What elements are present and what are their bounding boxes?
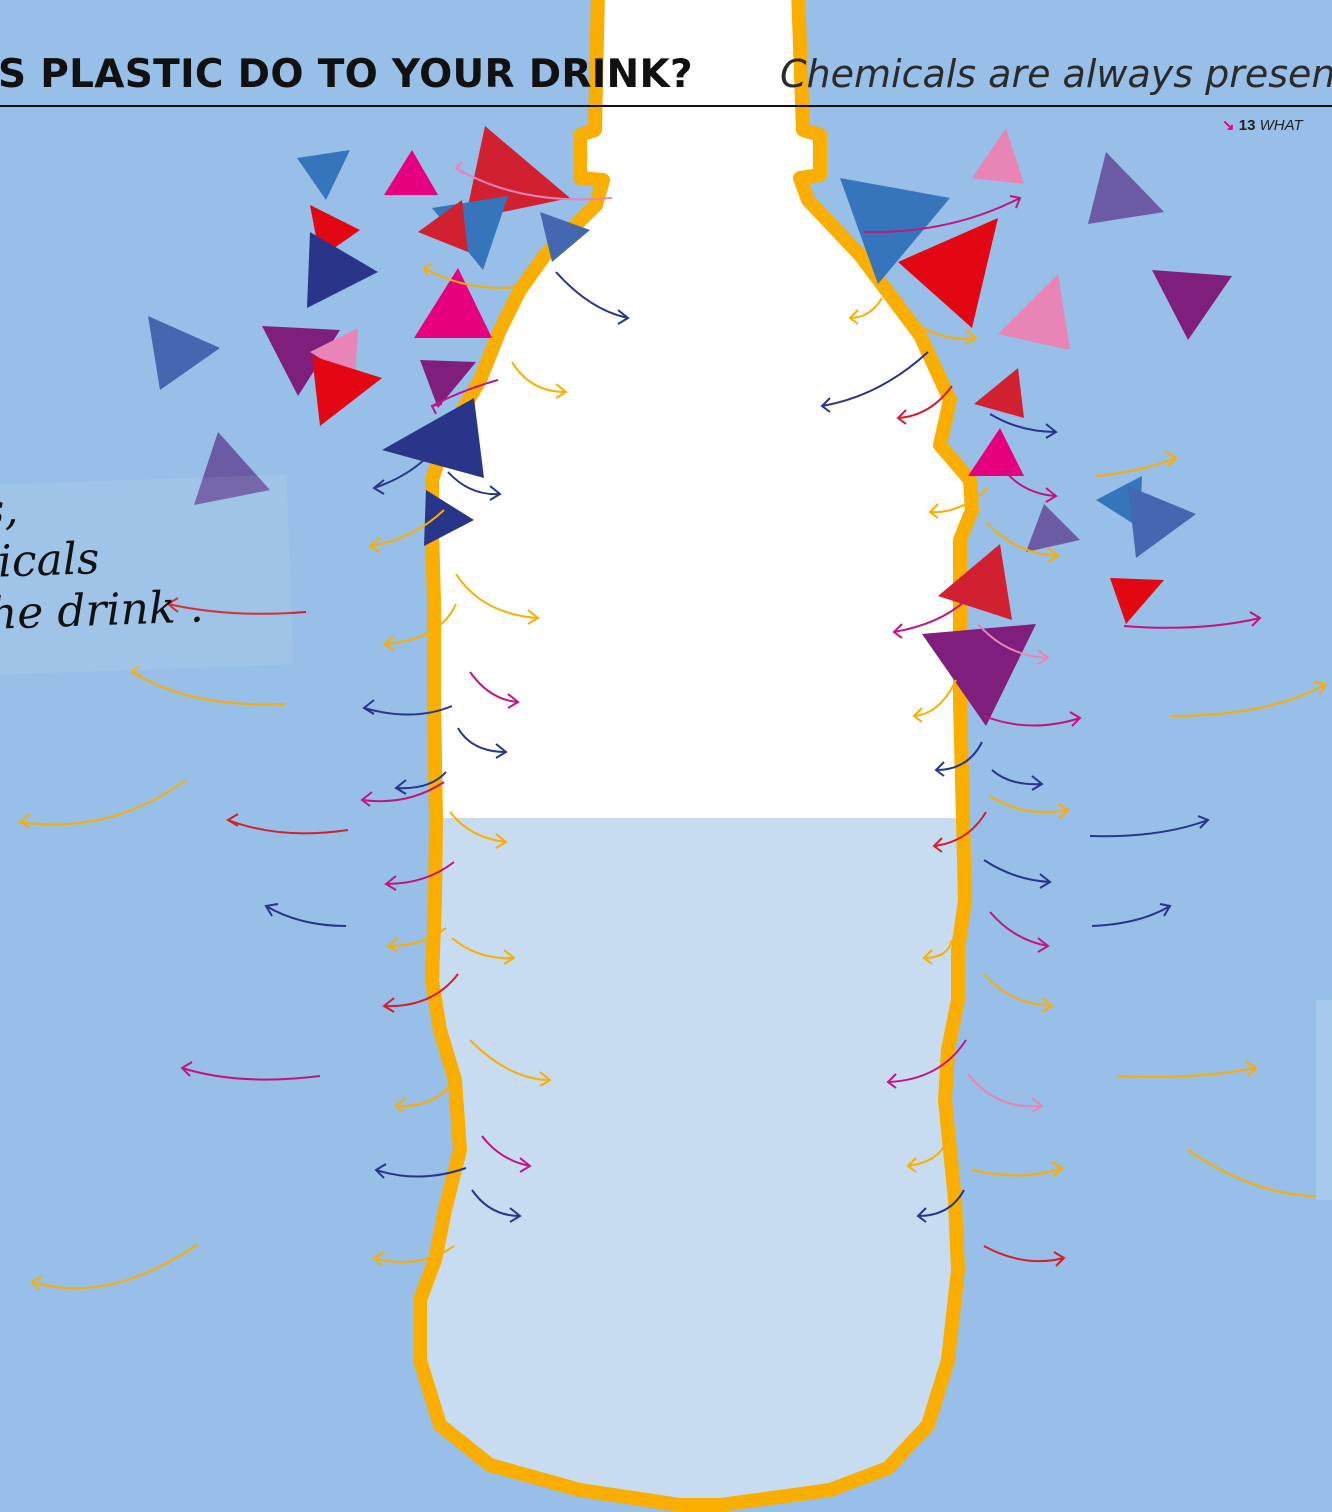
arrow <box>1118 1062 1256 1077</box>
particle-triangle <box>1110 578 1164 624</box>
section-label: WHAT <box>1260 117 1303 134</box>
arrow <box>20 780 186 828</box>
particle-triangle <box>148 316 220 390</box>
header-rule <box>0 105 1332 107</box>
arrow-icon: ↘ <box>1222 117 1235 134</box>
page-number: 13 <box>1239 117 1256 134</box>
page-reference: ↘ 13 WHAT <box>1222 116 1303 134</box>
arrow <box>1188 1150 1332 1196</box>
arrow <box>182 1062 320 1080</box>
arrow <box>396 1076 456 1112</box>
particle-triangle <box>974 368 1024 418</box>
arrow <box>32 1244 198 1290</box>
particle-triangle <box>1026 504 1080 552</box>
page-edge-tab <box>1316 1000 1332 1200</box>
arrow <box>132 666 285 704</box>
arrow <box>424 264 526 288</box>
particle-triangle <box>968 428 1024 476</box>
arrow <box>1124 612 1260 628</box>
arrow <box>924 328 976 344</box>
arrow <box>968 1074 1042 1112</box>
arrow <box>1092 904 1170 926</box>
particle-triangle <box>297 150 350 200</box>
arrow <box>992 770 1042 790</box>
arrow <box>1090 816 1208 836</box>
page-subtitle: Chemicals are always present <box>780 52 1332 96</box>
arrow <box>1096 452 1176 476</box>
arrow <box>1170 682 1326 716</box>
particle-triangle <box>1152 270 1232 340</box>
handwritten-note: is, nicals the drink . <box>0 474 293 675</box>
page-title: S PLASTIC DO TO YOUR DRINK? <box>0 52 693 97</box>
arrow <box>990 796 1068 818</box>
arrow <box>984 1246 1064 1266</box>
particle-triangle <box>998 274 1070 350</box>
particle-triangle <box>1128 486 1196 558</box>
note-line: the drink . <box>0 578 292 641</box>
particle-triangle <box>384 150 438 195</box>
arrow <box>990 912 1048 952</box>
arrow <box>984 860 1050 888</box>
particle-triangle <box>414 268 492 338</box>
particle-triangle <box>972 128 1024 184</box>
arrow <box>972 1162 1062 1176</box>
arrow <box>984 712 1080 726</box>
particle-triangle <box>1088 152 1164 224</box>
arrow <box>266 904 346 926</box>
arrow <box>228 814 348 833</box>
particle-triangle <box>307 232 378 308</box>
arrow <box>984 974 1052 1012</box>
